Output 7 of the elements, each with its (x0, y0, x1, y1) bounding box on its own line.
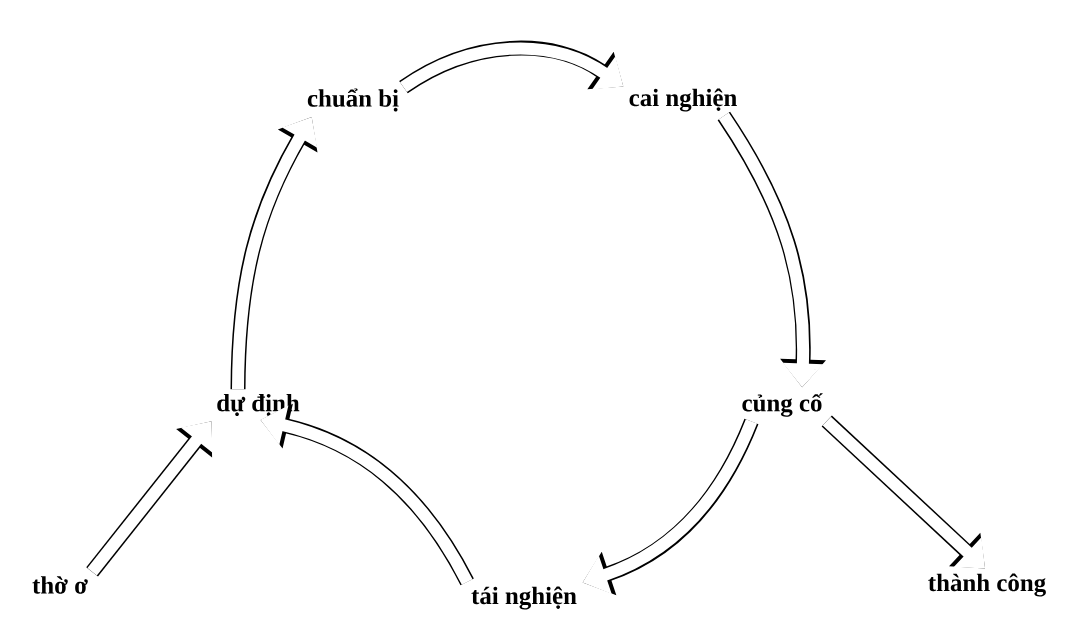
stage-label: chuẩn bị (307, 88, 399, 112)
stage-label: thờ ơ (32, 576, 88, 594)
block-arrow (86, 421, 213, 577)
stage-label: củng cố (742, 393, 823, 417)
stage-label: tái nghiện (471, 586, 577, 610)
stage-label: cai nghiện (629, 88, 737, 112)
stage-label: thành công (928, 573, 1046, 597)
